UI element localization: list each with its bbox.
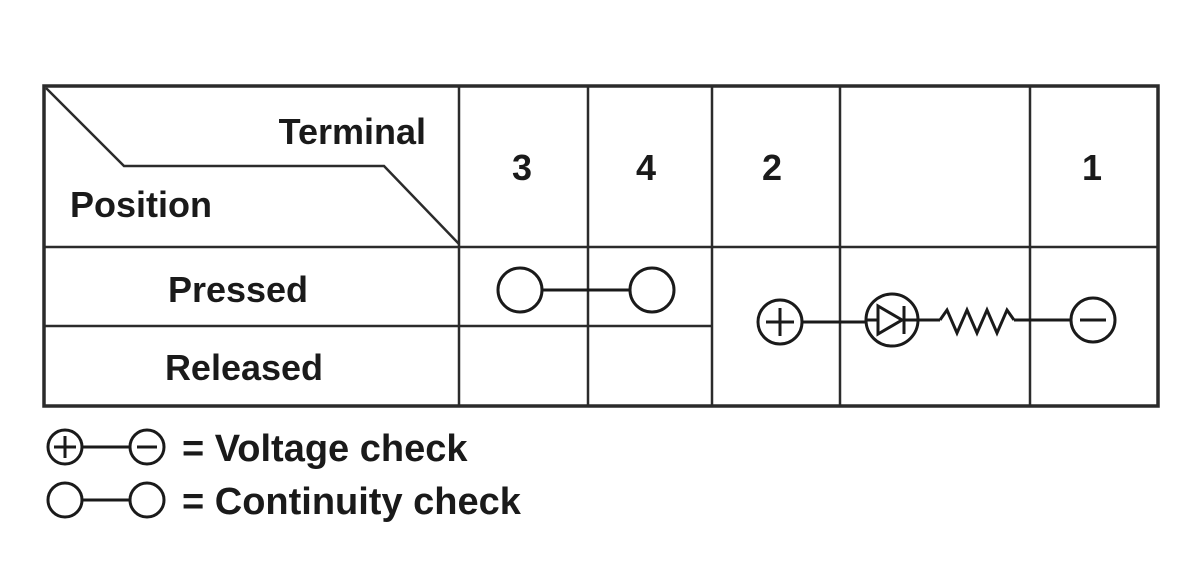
position-label-pressed: Pressed — [168, 269, 308, 310]
continuity-terminal-icon — [628, 266, 676, 314]
diode-icon — [864, 292, 920, 348]
minus-terminal-icon — [1069, 296, 1117, 344]
terminal-label-1: 1 — [1082, 147, 1102, 188]
position-label-released: Released — [165, 347, 323, 388]
legend-continuity-label: = Continuity check — [182, 481, 522, 523]
continuity-terminal-icon — [128, 481, 166, 519]
terminal-label-4: 4 — [636, 147, 656, 188]
plus-terminal-icon — [756, 298, 804, 346]
continuity-terminal-icon — [496, 266, 544, 314]
terminal-label-2: 2 — [762, 147, 782, 188]
header-position-label: Position — [70, 184, 212, 225]
continuity-terminal-icon — [46, 481, 84, 519]
legend-voltage-label: = Voltage check — [182, 428, 468, 470]
continuity-connection-3-4 — [496, 266, 676, 314]
plus-terminal-icon — [46, 428, 84, 466]
legend-continuity: = Continuity check — [46, 481, 522, 523]
resistor-icon — [938, 306, 1016, 337]
header-terminal-label: Terminal — [279, 111, 426, 152]
header-diagonal-divider — [45, 87, 460, 245]
minus-terminal-icon — [128, 428, 166, 466]
terminal-label-3: 3 — [512, 147, 532, 188]
voltage-connection-2-1 — [756, 292, 1117, 348]
legend-voltage: = Voltage check — [46, 428, 468, 470]
